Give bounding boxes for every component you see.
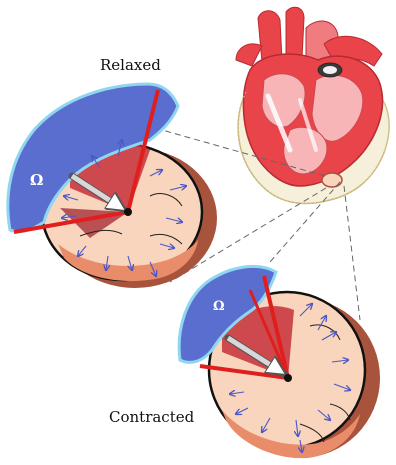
omega-label-relaxed: Ω [30, 171, 43, 189]
omega-label-contracted: Ω [213, 299, 225, 314]
contracted-label: Contracted [109, 408, 194, 426]
relaxed-label: Relaxed [100, 56, 161, 74]
relaxed-tissue-disc: Ω [8, 84, 217, 288]
contracted-tissue-disc: Ω [179, 266, 380, 458]
connector-contracted-bottom [344, 186, 360, 320]
heart-illustration [236, 7, 389, 203]
